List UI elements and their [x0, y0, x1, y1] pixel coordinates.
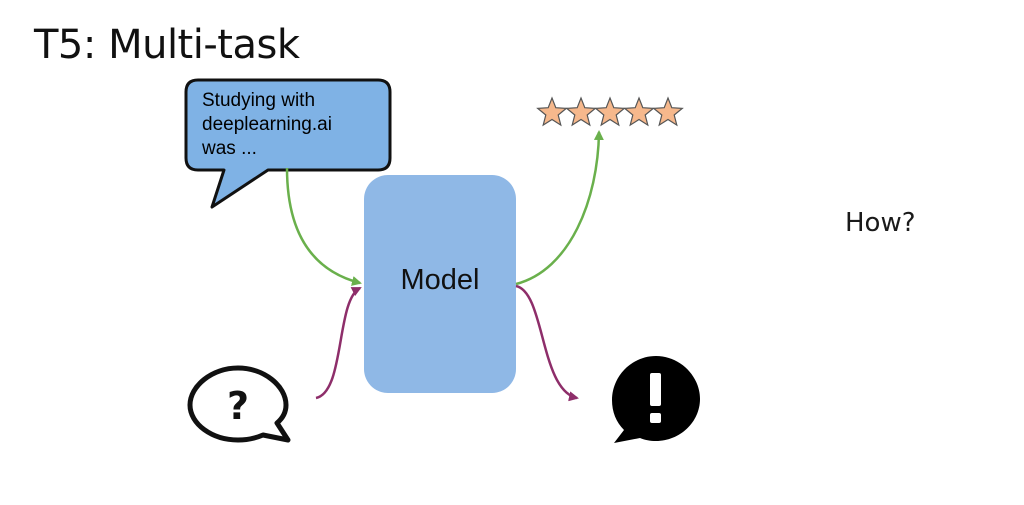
purple-arrow-input	[315, 286, 362, 400]
input-bubble-line: deeplearning.ai	[202, 114, 332, 135]
question-bubble-icon: ?	[187, 365, 291, 443]
input-speech-bubble	[184, 78, 392, 209]
rating-stars	[536, 96, 684, 127]
slide-title: T5: Multi-task	[34, 22, 300, 68]
star-icon	[536, 96, 568, 127]
green-arrow-input	[285, 167, 362, 286]
svg-text:?: ?	[227, 384, 249, 428]
model-label: Model	[400, 264, 480, 296]
green-arrow-output	[515, 130, 604, 286]
model-box	[364, 175, 516, 393]
star-icon	[652, 96, 684, 127]
exclamation-bubble-icon	[612, 356, 700, 443]
input-bubble-text: Studying with deeplearning.ai was ...	[202, 89, 382, 161]
how-question-text: How?	[845, 208, 916, 238]
purple-arrow-output	[515, 284, 579, 402]
input-bubble-line: Studying with	[202, 90, 316, 111]
star-icon	[594, 96, 626, 127]
star-icon	[623, 96, 655, 127]
star-icon	[565, 96, 597, 127]
input-bubble-line: was ...	[202, 138, 257, 159]
